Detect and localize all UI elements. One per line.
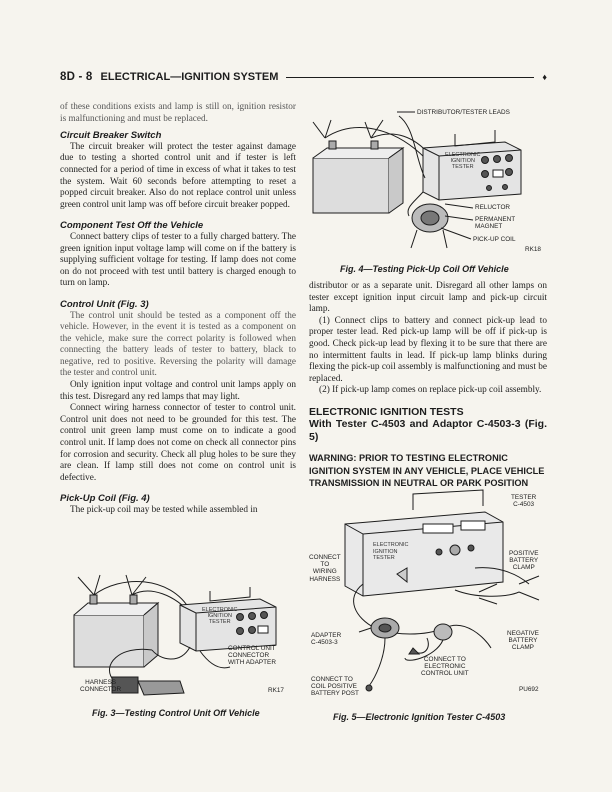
figure-5-caption: Fig. 5—Electronic Ignition Tester C-4503 — [333, 712, 506, 722]
component-test-paragraph: Connect battery clips of tester to a ful… — [60, 231, 296, 289]
figure-3-drawing — [73, 574, 277, 696]
control-unit-paragraph-3: Connect wiring harness connector of test… — [60, 403, 296, 483]
component-test-heading: Component Test Off the Vehicle — [60, 220, 204, 232]
circuit-breaker-paragraph: The circuit breaker will protect the tes… — [60, 141, 296, 210]
fig4-label-leads: DISTRIBUTOR/TESTER LEADS — [417, 109, 510, 116]
section-code: 8D - 8 — [60, 71, 93, 83]
warning-text: WARNING: PRIOR TO TESTING ELECTRONIC IGN… — [309, 453, 545, 489]
fig5-ref: PU692 — [519, 686, 539, 693]
section-heading-tests: ELECTRONIC IGNITION TESTS — [309, 405, 464, 418]
control-unit-paragraph-1: The control unit should be tested as a c… — [60, 310, 296, 379]
fig4-label-pickup: PICK-UP COIL — [473, 236, 516, 243]
fig4-label-reluctor: RELUCTOR — [475, 204, 511, 211]
circuit-breaker-heading: Circuit Breaker Switch — [60, 130, 162, 142]
control-unit-heading: Control Unit (Fig. 3) — [60, 298, 149, 310]
figure-5-drawing — [344, 489, 540, 692]
section-title: ELECTRICAL—IGNITION SYSTEM — [100, 71, 279, 83]
section-subheading-tester: With Tester C-4503 and Adaptor C-4503-3 … — [309, 418, 547, 443]
diamond-icon: ♦ — [542, 71, 547, 82]
right-paragraph-1: distributor or as a separate unit. Disre… — [309, 281, 547, 315]
fig4-ref: RK18 — [525, 246, 541, 253]
fig3-ref: RK17 — [268, 687, 284, 694]
pickup-coil-heading: Pick-Up Coil (Fig. 4) — [60, 493, 150, 505]
right-paragraph-2: (1) Connect clips to battery and connect… — [309, 315, 547, 384]
right-column: distributor or as a separate unit. Disre… — [309, 281, 547, 490]
right-paragraph-3: (2) If pick-up lamp comes on replace pic… — [319, 385, 542, 396]
intro-paragraph: of these conditions exists and lamp is s… — [60, 102, 296, 124]
figure-4-drawing — [312, 111, 522, 249]
control-unit-paragraph-2: Only ignition input voltage and control … — [60, 380, 296, 402]
pickup-coil-paragraph: The pick-up coil may be tested while ass… — [70, 505, 258, 515]
figure-3-caption: Fig. 3—Testing Control Unit Off Vehicle — [92, 708, 260, 718]
header-rule — [286, 77, 535, 78]
left-column: of these conditions exists and lamp is s… — [60, 102, 296, 517]
figure-4-caption: Fig. 4—Testing Pick-Up Coil Off Vehicle — [340, 264, 509, 274]
page-header: 8D - 8 ELECTRICAL—IGNITION SYSTEM ♦ — [60, 68, 547, 86]
